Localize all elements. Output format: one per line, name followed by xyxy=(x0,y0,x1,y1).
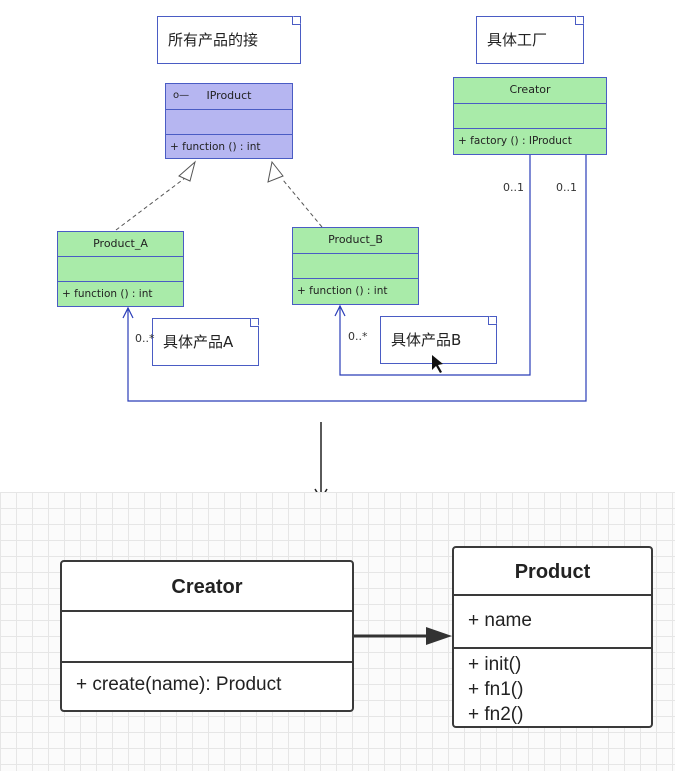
assoc-b-arrowhead xyxy=(334,304,346,317)
mult-product-a: 0..* xyxy=(135,332,155,345)
mult-creator-left: 0..1 xyxy=(503,181,524,194)
realization-b-arrowhead xyxy=(267,160,284,183)
product-a-attributes xyxy=(58,257,183,282)
product-title-bottom: Product xyxy=(454,548,651,596)
product-a-class[interactable]: Product_A + function () : int xyxy=(57,231,184,307)
mult-product-b: 0..* xyxy=(348,330,368,343)
realization-a-line xyxy=(115,177,186,231)
bottom-uml-diagram: Creator + create(name): Product Product … xyxy=(0,492,675,771)
iproduct-name: IProduct xyxy=(206,89,252,102)
note-interface: 所有产品的接 xyxy=(157,16,301,64)
creator-class-bottom[interactable]: Creator + create(name): Product xyxy=(60,560,354,712)
note-product-b: 具体产品B xyxy=(380,316,497,364)
product-b-method: + function () : int xyxy=(297,285,388,297)
creator-method-bottom: + create(name): Product xyxy=(76,674,282,695)
note-factory: 具体工厂 xyxy=(476,16,584,64)
product-methods: + init() + fn1() + fn2() xyxy=(454,649,651,727)
assoc-creator-product-b xyxy=(339,155,531,376)
mult-creator-right: 0..1 xyxy=(556,181,577,194)
top-uml-diagram: 所有产品的接 具体工厂 o— IProduct + function () : … xyxy=(57,16,607,402)
creator-name-top: Creator xyxy=(454,78,606,104)
creator-class-top[interactable]: Creator + factory () : IProduct xyxy=(453,77,607,155)
realization-b-line xyxy=(282,179,323,228)
realization-a-arrowhead xyxy=(178,160,196,182)
product-b-class[interactable]: Product_B + function () : int xyxy=(292,227,419,305)
product-b-attributes xyxy=(293,254,418,279)
creator-method-top: + factory () : IProduct xyxy=(458,135,572,147)
bottom-connectors xyxy=(354,627,452,645)
product-attribute: + name xyxy=(454,596,651,649)
creator-title-bottom: Creator xyxy=(62,562,352,612)
product-a-method: + function () : int xyxy=(62,288,153,300)
lollipop-interface-icon: o— xyxy=(173,90,190,101)
dependency-arrow-head xyxy=(426,627,452,645)
top-connectors xyxy=(115,155,587,402)
note-product-a: 具体产品A xyxy=(152,318,259,366)
iproduct-attributes xyxy=(166,110,292,135)
product-a-name: Product_A xyxy=(58,232,183,257)
iproduct-class[interactable]: o— IProduct + function () : int xyxy=(165,83,293,159)
product-method-init: + init() xyxy=(468,654,522,675)
creator-attributes-bottom xyxy=(62,612,352,663)
product-class-bottom[interactable]: Product + name + init() + fn1() + fn2() xyxy=(452,546,653,728)
product-method-fn2: + fn2() xyxy=(468,704,524,725)
mouse-cursor-icon xyxy=(432,355,443,373)
iproduct-method: + function () : int xyxy=(170,141,261,153)
product-b-name: Product_B xyxy=(293,228,418,254)
assoc-a-arrowhead xyxy=(122,306,134,319)
assoc-creator-product-a xyxy=(127,155,587,402)
product-method-fn1: + fn1() xyxy=(468,679,524,700)
creator-attributes-top xyxy=(454,104,606,129)
